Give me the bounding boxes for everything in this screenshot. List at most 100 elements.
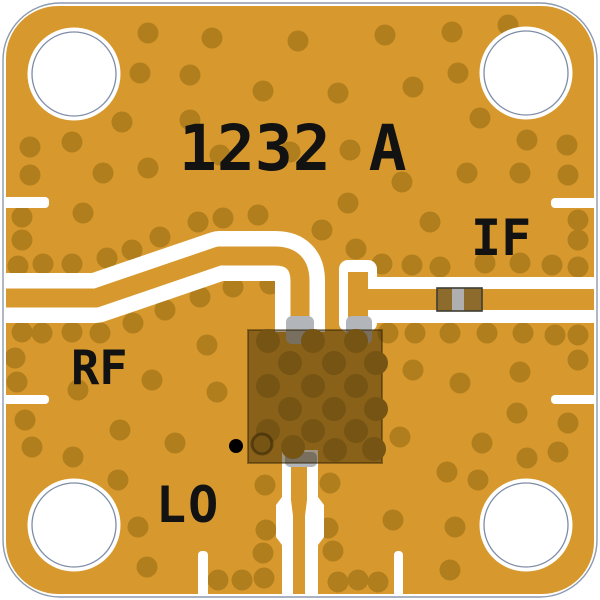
- via: [107, 469, 129, 491]
- via: [339, 139, 361, 161]
- via: [96, 247, 118, 269]
- left-slot-lower: [0, 395, 49, 404]
- via: [279, 141, 301, 163]
- bottom-slot-left: [198, 551, 208, 600]
- right-slot-lower: [551, 395, 600, 404]
- via: [252, 542, 274, 564]
- via: [196, 334, 218, 356]
- via: [567, 256, 589, 278]
- chip-via: [281, 435, 305, 459]
- via: [253, 567, 275, 589]
- via: [516, 447, 538, 469]
- via: [137, 157, 159, 179]
- via: [541, 254, 563, 276]
- left-slot-upper: [0, 197, 49, 208]
- via: [469, 107, 491, 129]
- chip-via: [323, 438, 347, 462]
- rf-trace: [6, 246, 310, 318]
- via: [164, 432, 186, 454]
- chip-via: [301, 374, 325, 398]
- chip-via: [362, 437, 386, 461]
- edge-slots: [0, 197, 600, 600]
- label-part-number: 1232 A: [179, 112, 407, 185]
- via: [92, 162, 114, 184]
- chip-via: [301, 419, 325, 443]
- via: [567, 229, 589, 251]
- via: [404, 322, 426, 344]
- via: [337, 192, 359, 214]
- via: [129, 62, 151, 84]
- via: [509, 252, 531, 274]
- via: [67, 379, 89, 401]
- via: [154, 299, 176, 321]
- bottom-slot-right: [394, 551, 403, 600]
- via: [136, 556, 158, 578]
- chip-via: [344, 374, 368, 398]
- via: [111, 111, 133, 133]
- via: [456, 162, 478, 184]
- chip-via: [278, 351, 302, 375]
- via: [401, 254, 423, 276]
- via: [516, 129, 538, 151]
- via: [382, 509, 404, 531]
- via: [447, 62, 469, 84]
- if-series-component: [436, 287, 483, 312]
- via: [7, 255, 29, 277]
- via: [567, 324, 589, 346]
- via: [557, 412, 579, 434]
- via: [509, 361, 531, 383]
- via: [377, 322, 399, 344]
- chip-via: [278, 397, 302, 421]
- via: [109, 419, 131, 441]
- via: [19, 136, 41, 158]
- via: [207, 569, 229, 591]
- via: [429, 256, 451, 278]
- via: [389, 426, 411, 448]
- via: [255, 519, 277, 541]
- mounting-hole-top-left-ring: [31, 31, 117, 117]
- via: [557, 164, 579, 186]
- mounting-hole-bottom-left-ring: [31, 482, 117, 568]
- via: [137, 22, 159, 44]
- via: [556, 134, 578, 156]
- via: [467, 469, 489, 491]
- via: [391, 171, 413, 193]
- via: [19, 164, 41, 186]
- via: [509, 162, 531, 184]
- mounting-holes: [27, 26, 573, 572]
- via: [254, 474, 276, 496]
- via: [547, 441, 569, 463]
- via: [311, 219, 333, 241]
- via: [187, 211, 209, 233]
- label-lo-port: LO: [156, 476, 220, 534]
- chip-via: [344, 419, 368, 443]
- via: [179, 109, 201, 131]
- via: [402, 359, 424, 381]
- via: [512, 322, 534, 344]
- via: [402, 76, 424, 98]
- if-stub-trace: [348, 272, 368, 324]
- via: [209, 144, 231, 166]
- via: [322, 540, 344, 562]
- via: [544, 324, 566, 346]
- via: [252, 80, 274, 102]
- via: [449, 372, 471, 394]
- chip-via: [322, 351, 346, 375]
- via: [247, 204, 269, 226]
- via: [61, 131, 83, 153]
- via: [327, 82, 349, 104]
- via: [206, 381, 228, 403]
- via: [21, 436, 43, 458]
- via: [189, 286, 211, 308]
- via: [121, 239, 143, 261]
- chip-via: [364, 351, 388, 375]
- chip-via: [344, 329, 368, 353]
- chip-via: [322, 397, 346, 421]
- via: [444, 516, 466, 538]
- via: [327, 571, 349, 593]
- component-band: [452, 288, 464, 311]
- label-rf-port: RF: [71, 341, 128, 396]
- via: [201, 27, 223, 49]
